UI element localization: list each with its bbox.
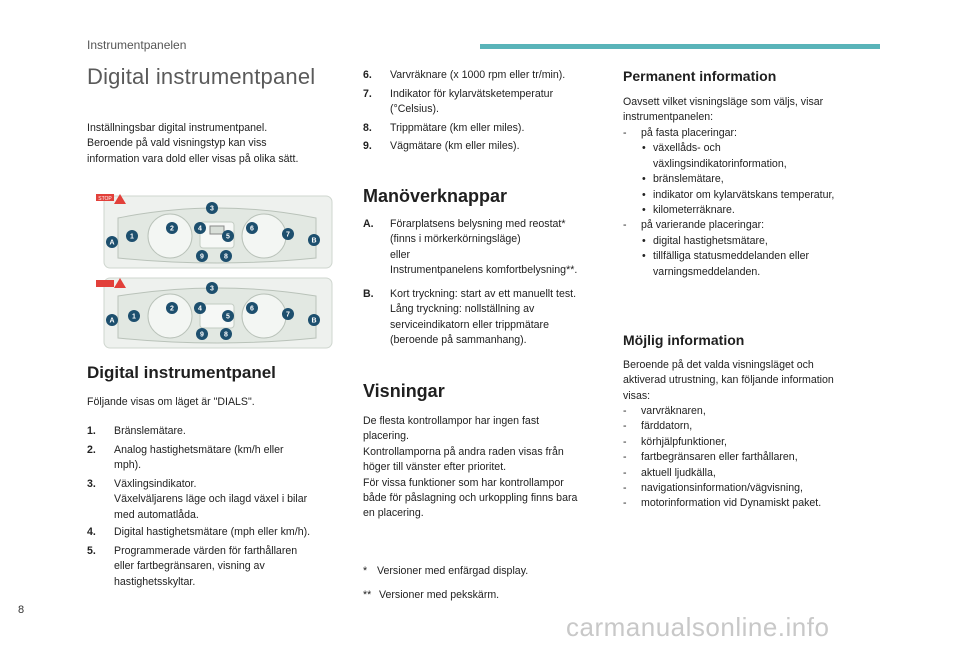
callout-A: A — [109, 318, 114, 325]
control-item: B. Kort tryckning: start av ett manuellt… — [363, 288, 577, 347]
section-heading-permanent: Permanent information — [623, 68, 777, 84]
callout-A: A — [109, 240, 114, 247]
watermark: carmanualsonline.info — [566, 612, 830, 642]
callout-9: 9 — [200, 254, 204, 261]
legend-item: 7. Indikator för kylarvätsketemperatur(°… — [363, 88, 554, 116]
legend-item: 5. Programmerade värden för farthållaren… — [87, 545, 298, 588]
footnote: **Versioner med pekskärm. — [363, 589, 500, 601]
footnote: *Versioner med enfärgad display. — [363, 565, 529, 577]
dials-intro: Följande visas om läget är "DIALS". — [87, 396, 255, 408]
instrument-panel-diagram: STOP 3 1 2 4 5 6 7 9 8 A B 3 1 2 4 5 6 7… — [96, 194, 333, 349]
possible-intro: Beroende på det valda visningsläget och … — [623, 359, 834, 402]
legend-item: 4. Digital hastighetsmätare (mph eller k… — [87, 526, 311, 538]
possible-list: -varvräknaren, -färddatorn, -körhjälpfun… — [623, 405, 822, 510]
section-heading-possible: Möjlig information — [623, 332, 745, 348]
intro-line: Inställningsbar digital instrumentpanel. — [87, 122, 268, 134]
legend-item: 6. Varvräknare (x 1000 rpm eller tr/min)… — [363, 69, 566, 81]
callout-8: 8 — [224, 254, 228, 261]
callout-7: 7 — [286, 232, 290, 239]
callout-B: B — [311, 318, 316, 325]
callout-1: 1 — [132, 314, 136, 321]
section-accent-rule — [480, 44, 880, 49]
displays-text: De flesta kontrollampor har ingen fast p… — [363, 415, 578, 520]
page-number: 8 — [18, 604, 25, 616]
stop-label: STOP — [98, 196, 112, 202]
section-heading-dials: Digital instrumentpanel — [87, 363, 276, 382]
legend-item: 1. Bränslemätare. — [87, 425, 186, 437]
warning-signs: STOP — [96, 194, 126, 204]
callout-4: 4 — [198, 226, 202, 233]
legend-item: 8. Trippmätare (km eller miles). — [363, 122, 525, 134]
callout-5: 5 — [226, 314, 230, 321]
intro-line: information vara dold eller visas på oli… — [87, 152, 299, 165]
intro-text: Inställningsbar digital instrumentpanel.… — [87, 121, 352, 167]
intro-line: Beroende på vald visningstyp kan viss — [87, 137, 267, 150]
callouts-upper: 3 1 2 4 5 6 7 9 8 A B — [106, 202, 320, 262]
callouts-lower: 3 1 2 4 5 6 7 9 8 A B — [106, 282, 320, 340]
page-title: Digital instrumentpanel — [87, 64, 316, 89]
callout-3: 3 — [210, 206, 214, 213]
callout-8: 8 — [224, 332, 228, 339]
callout-B: B — [311, 238, 316, 245]
control-item: A. Förarplatsens belysning med reostat*(… — [363, 218, 578, 277]
callout-6: 6 — [250, 306, 254, 313]
section-label: Instrumentpanelen — [87, 38, 187, 52]
legend-item: 3. Växlingsindikator.Växelväljarens läge… — [87, 478, 308, 521]
panel-upper — [103, 195, 333, 269]
section-heading-controls: Manöverknappar — [363, 186, 508, 206]
callout-2: 2 — [170, 226, 174, 233]
legend-item: 9. Vägmätare (km eller miles). — [363, 140, 520, 152]
section-heading-displays: Visningar — [363, 381, 445, 401]
permanent-intro: Oavsett vilket visningsläge som väljs, v… — [623, 96, 824, 124]
callout-3: 3 — [210, 286, 214, 293]
callout-4: 4 — [198, 306, 202, 313]
callout-6: 6 — [250, 226, 254, 233]
callout-5: 5 — [226, 234, 230, 241]
callout-1: 1 — [130, 234, 134, 241]
callout-7: 7 — [286, 312, 290, 319]
panel-lower — [96, 277, 333, 349]
callout-9: 9 — [200, 332, 204, 339]
callout-2: 2 — [170, 306, 174, 313]
